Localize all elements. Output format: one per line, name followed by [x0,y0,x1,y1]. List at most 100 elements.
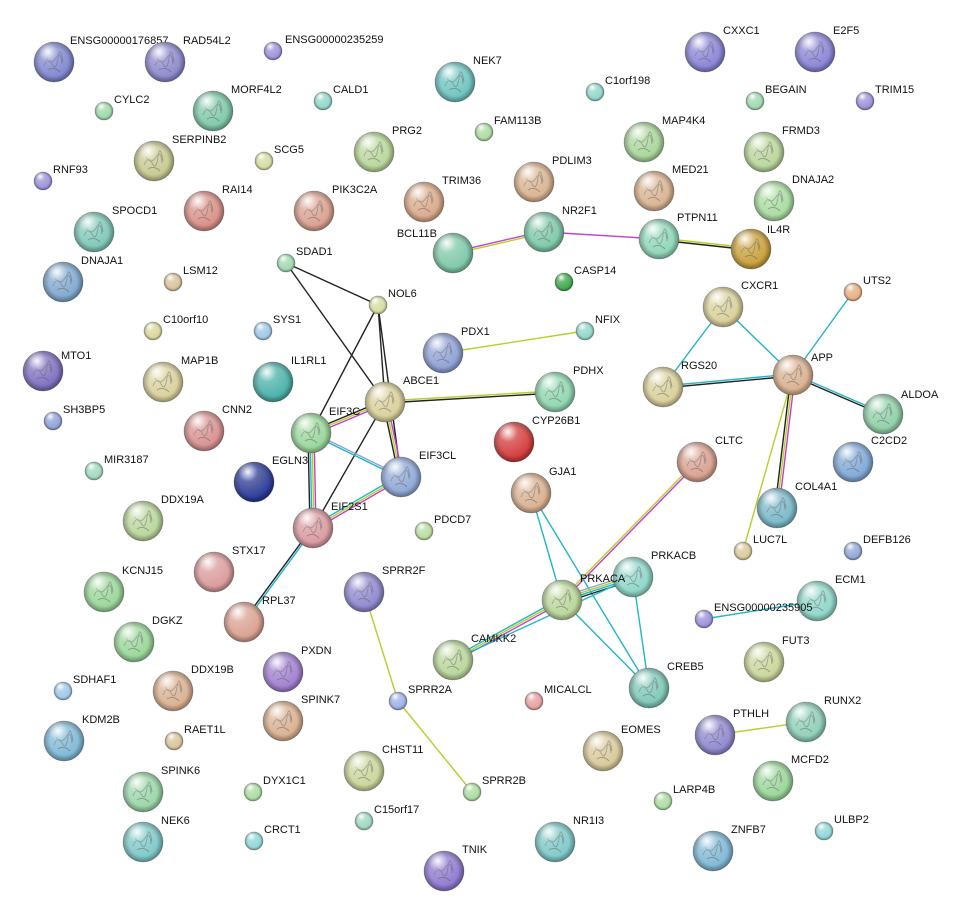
node-runx2[interactable]: RUNX2 [785,695,861,743]
node-pdcd7[interactable]: PDCD7 [414,514,471,541]
node-egln3[interactable]: EGLN3 [233,455,308,503]
node-nol6[interactable]: NOL6 [368,288,417,315]
node-dyx1c1[interactable]: DYX1C1 [243,775,306,802]
node-nek6[interactable]: NEK6 [122,815,190,863]
node-creb5[interactable]: CREB5 [628,661,704,709]
node-c10orf10[interactable]: C10orf10 [143,314,208,341]
node-fam113b[interactable]: FAM113B [474,115,542,142]
node-tnik[interactable]: TNIK [423,844,488,892]
node-znfb7[interactable]: ZNFB7 [692,824,766,872]
node-spocd1[interactable]: SPOCD1 [73,205,157,253]
node-eif3c[interactable]: EIF3C [290,406,360,454]
node-micalcl[interactable]: MICALCL [524,684,592,711]
node-gja1[interactable]: GJA1 [510,466,577,514]
node-mir3187[interactable]: MIR3187 [84,454,149,481]
node-sdhaf1[interactable]: SDHAF1 [53,674,116,701]
node-eomes[interactable]: EOMES [582,724,661,772]
node-prkaca[interactable]: PRKACA [541,573,626,621]
node-morf4l2[interactable]: MORF4L2 [192,84,282,132]
node-sprr2b[interactable]: SPRR2B [462,775,526,802]
node-nek7[interactable]: NEK7 [434,55,502,103]
node-dnaja2[interactable]: DNAJA2 [753,174,834,222]
node-ptpn11[interactable]: PTPN11 [638,212,718,260]
node-abce1[interactable]: ABCE1 [364,375,439,423]
node-pdx1[interactable]: PDX1 [422,326,490,374]
node-sprr2f[interactable]: SPRR2F [343,565,426,613]
node-cald1[interactable]: CALD1 [313,84,368,111]
node-nr1i3[interactable]: NR1I3 [534,815,604,863]
node-c1orf198[interactable]: C1orf198 [585,75,650,102]
node-kcnj15[interactable]: KCNJ15 [83,565,163,613]
node-nfix[interactable]: NFIX [575,314,621,341]
node-fut3[interactable]: FUT3 [743,635,810,683]
node-eif2s1[interactable]: EIF2S1 [292,501,368,549]
node-ddx19a[interactable]: DDX19A [122,494,204,542]
node-luc7l[interactable]: LUC7L [733,534,787,561]
node-crct1[interactable]: CRCT1 [244,824,301,851]
node-cxxc1[interactable]: CXXC1 [684,25,760,73]
node-ensg00000235905[interactable]: ENSG00000235905 [694,602,812,629]
node-raet1l[interactable]: RAET1L [164,724,226,751]
node-il4r[interactable]: IL4R [730,224,790,270]
node-cnn2[interactable]: CNN2 [183,404,252,452]
node-sdad1[interactable]: SDAD1 [276,246,333,273]
node-il1rl1[interactable]: IL1RL1 [252,355,326,403]
node-map4k4[interactable]: MAP4K4 [623,115,705,163]
node-rad54l2[interactable]: RAD54L2 [144,35,231,83]
node-cltc[interactable]: CLTC [676,435,743,483]
node-nr2f1[interactable]: NR2F1 [523,205,597,253]
node-rgs20[interactable]: RGS20 [642,360,717,408]
node-larp4b[interactable]: LARP4B [653,784,715,811]
node-bcl11b[interactable]: BCL11B [397,228,474,274]
node-ensg00000176857[interactable]: ENSG00000176857 [33,35,168,83]
node-pthlh[interactable]: PTHLH [694,708,769,756]
node-mto1[interactable]: MTO1 [22,350,91,392]
node-pik3c2a[interactable]: PIK3C2A [293,184,378,232]
node-map1b[interactable]: MAP1B [142,355,218,403]
node-pxdn[interactable]: PXDN [262,645,332,693]
node-cxcr1[interactable]: CXCR1 [702,280,778,328]
node-pdlim3[interactable]: PDLIM3 [513,155,592,203]
node-e2f5[interactable]: E2F5 [794,25,859,73]
node-stx17[interactable]: STX17 [193,545,266,593]
node-rpl37[interactable]: RPL37 [223,595,296,643]
node-ulbp2[interactable]: ULBP2 [814,814,869,841]
node-aldoa[interactable]: ALDOA [862,389,939,435]
node-spink7[interactable]: SPINK7 [262,694,340,742]
node-frmd3[interactable]: FRMD3 [743,125,820,173]
node-defb126[interactable]: DEFB126 [843,534,911,561]
node-c15orf17[interactable]: C15orf17 [354,804,419,831]
node-trim15[interactable]: TRIM15 [855,84,914,111]
node-scg5[interactable]: SCG5 [254,144,304,171]
node-cyp26b1[interactable]: CYP26B1 [493,415,580,463]
node-mcfd2[interactable]: MCFD2 [752,754,829,802]
node-pdhx[interactable]: PDHX [534,365,604,413]
node-prkacb[interactable]: PRKACB [612,550,696,598]
node-sprr2a[interactable]: SPRR2A [388,684,453,711]
node-eif3cl[interactable]: EIF3CL [380,450,456,498]
node-trim36[interactable]: TRIM36 [403,175,481,223]
node-spink6[interactable]: SPINK6 [122,765,200,813]
node-prg2[interactable]: PRG2 [353,125,422,173]
node-app[interactable]: APP [772,352,833,396]
node-med21[interactable]: MED21 [633,164,709,212]
node-lsm12[interactable]: LSM12 [163,265,218,292]
node-casp14[interactable]: CASP14 [554,265,616,292]
node-rai14[interactable]: RAI14 [183,184,253,232]
node-col4a1[interactable]: COL4A1 [756,481,837,529]
node-serpinb2[interactable]: SERPINB2 [133,134,226,182]
node-ecm1[interactable]: ECM1 [796,574,866,622]
node-sys1[interactable]: SYS1 [253,314,301,341]
node-cylc2[interactable]: CYLC2 [94,94,149,121]
node-chst11[interactable]: CHST11 [343,744,423,792]
node-dnaja1[interactable]: DNAJA1 [42,255,123,303]
node-dgkz[interactable]: DGKZ [113,615,183,663]
node-begain[interactable]: BEGAIN [745,84,807,111]
node-rnf93[interactable]: RNF93 [33,164,88,191]
node-uts2[interactable]: UTS2 [843,275,891,302]
node-sh3bp5[interactable]: SH3BP5 [43,404,105,431]
node-kdm2b[interactable]: KDM2B [43,714,120,762]
node-camkk2[interactable]: CAMKK2 [432,633,516,681]
node-ensg00000235259[interactable]: ENSG00000235259 [263,34,383,61]
node-ddx19b[interactable]: DDX19B [152,664,234,712]
